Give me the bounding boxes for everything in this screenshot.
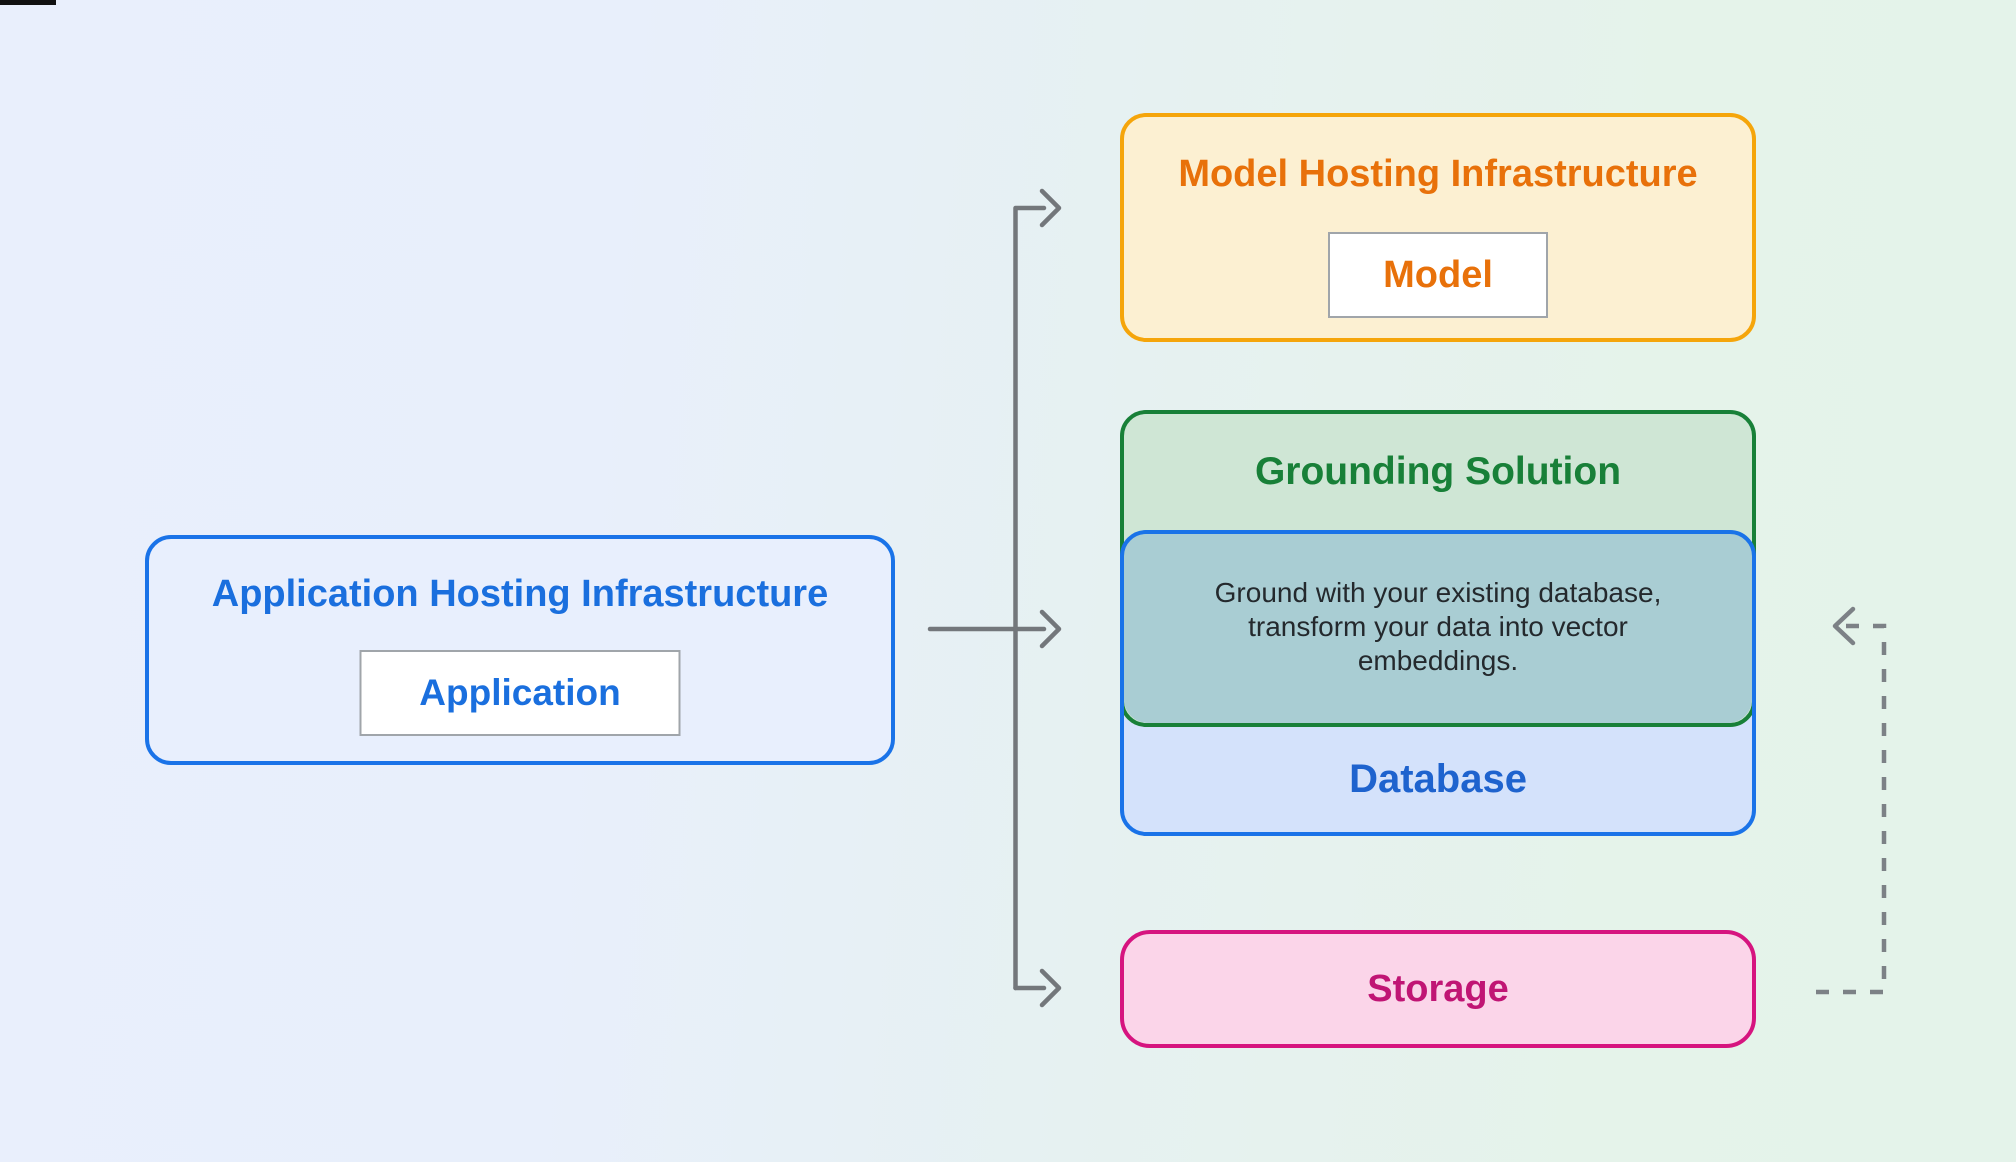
arrowhead-to-storage xyxy=(1039,968,1062,1008)
grounding-database-overlap xyxy=(1124,530,1752,723)
arrowhead-to-model xyxy=(1039,188,1062,228)
application-hosting-title: Application Hosting Infrastructure xyxy=(211,573,829,615)
solid-arrow xyxy=(927,188,1062,1008)
node-application-hosting-infrastructure: Application Hosting Infrastructure Appli… xyxy=(145,535,895,765)
grounding-description-line: Ground with your existing database, xyxy=(1214,576,1662,608)
model-label: Model xyxy=(1383,253,1493,296)
grounding-description-line: embeddings. xyxy=(1357,644,1519,676)
arrowhead-dashed-to-grounding xyxy=(1832,606,1856,646)
node-grounding-solution: Grounding Solution Ground with your exis… xyxy=(1120,410,1756,727)
node-database-border xyxy=(1120,530,1756,836)
dashed-arrow xyxy=(1816,606,1887,995)
node-model-hosting-infrastructure: Model Hosting Infrastructure Model xyxy=(1120,113,1756,342)
grounding-description: Ground with your existing database, tran… xyxy=(1124,530,1752,723)
storage-label: Storage xyxy=(1367,967,1509,1010)
application-label: Application xyxy=(419,672,621,713)
node-application: Application xyxy=(359,650,681,736)
screenshot-corner-artifact xyxy=(0,0,56,5)
arrowhead-to-grounding xyxy=(1039,609,1062,649)
model-hosting-title: Model Hosting Infrastructure xyxy=(1178,153,1698,195)
node-model: Model xyxy=(1328,232,1548,318)
grounding-description-line: transform your data into vector xyxy=(1248,610,1628,642)
grounding-solution-title: Grounding Solution xyxy=(1254,450,1622,493)
database-label: Database xyxy=(1349,757,1527,801)
node-storage: Storage xyxy=(1120,930,1756,1048)
